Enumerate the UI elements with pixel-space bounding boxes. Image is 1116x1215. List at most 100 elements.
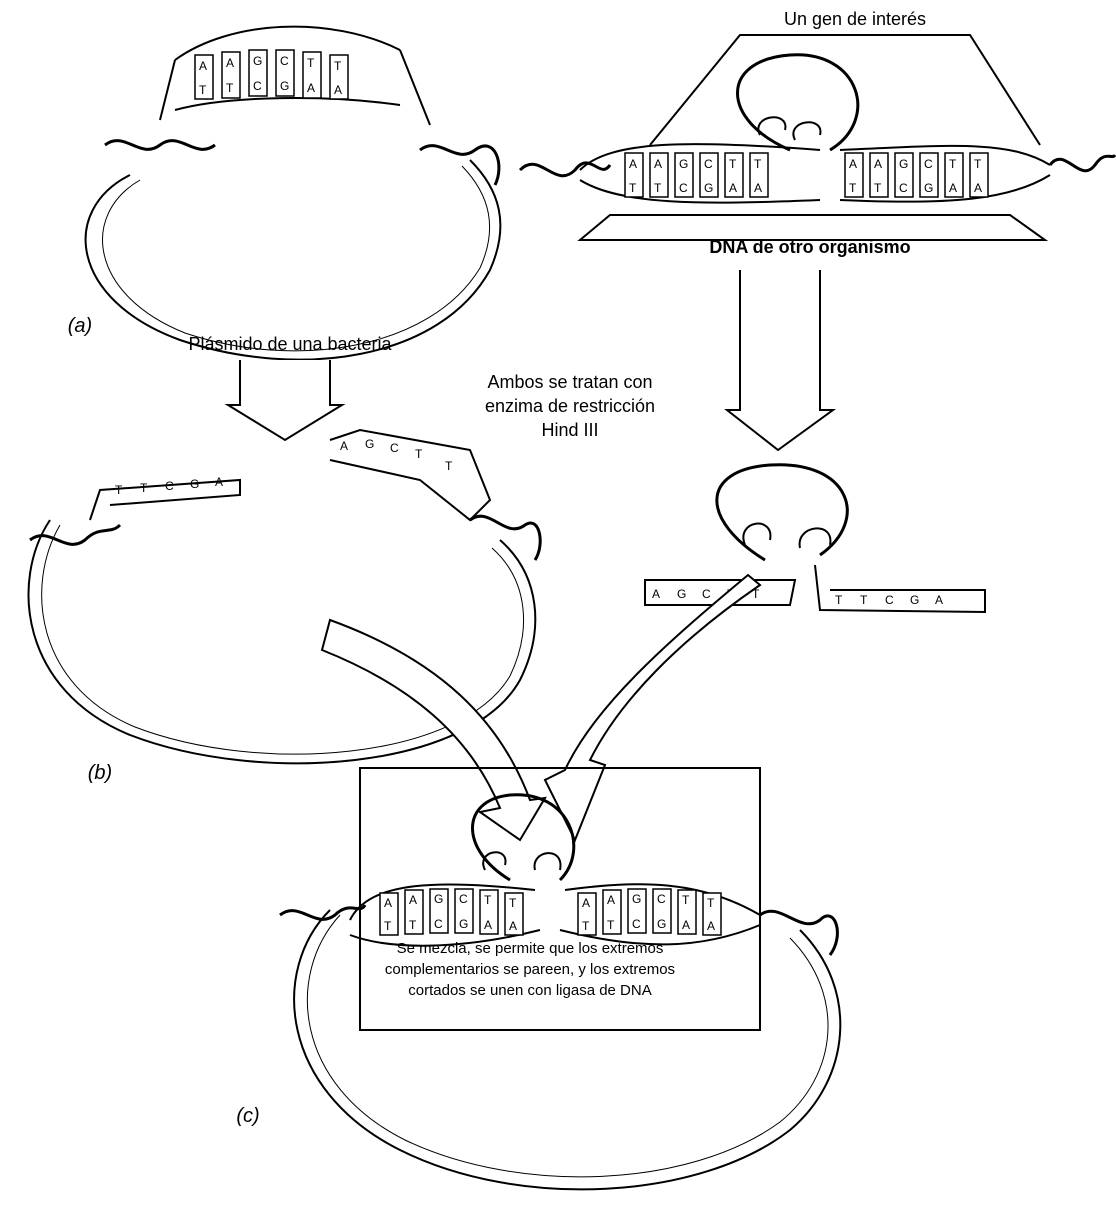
plasmid-base-bottom-3: C: [253, 79, 262, 93]
c-base-top-1: A: [384, 896, 392, 910]
sticky-right-base-2: G: [365, 437, 374, 451]
foreign-bases-right: A A G C T T T T C G A A: [844, 152, 989, 198]
plasmid-b-sticky-right: [329, 428, 492, 522]
ligation-box: [359, 767, 761, 1031]
plasmid-b: [27, 428, 542, 765]
base-bottom-r1: T: [849, 181, 857, 195]
base-bottom-r6: A: [974, 181, 982, 195]
plasmid-base-bottom-5: A: [307, 81, 315, 95]
plasmid-label: Plásmido de una bacteria: [188, 334, 392, 354]
base-top-5: T: [729, 157, 737, 171]
arrow-plasmid-down: [224, 360, 346, 442]
base-top-r5: T: [949, 157, 957, 171]
treatment-label: Ambos se tratan con enzima de restricció…: [484, 372, 656, 440]
plasmid-c-loop: [471, 793, 576, 882]
base-bottom-r4: G: [924, 181, 933, 195]
plasmid-a-bases: A A G C T T T T C G A A: [194, 49, 349, 100]
sticky-left-base-5: A: [215, 475, 223, 489]
plasmid-base-top-6: T: [334, 59, 342, 73]
foreign-helix-left: [518, 161, 612, 178]
plasmid-base-top-5: T: [307, 56, 315, 70]
plasmid-b-helix-left: [29, 523, 122, 546]
base-bottom-5: A: [729, 181, 737, 195]
sticky-right-base-3: C: [390, 441, 399, 455]
plasmid-base-bottom-2: T: [226, 81, 234, 95]
c-base-bottom-r6: A: [707, 919, 715, 933]
other-dna-label: DNA de otro organismo: [709, 237, 911, 257]
c-base-bottom-2: T: [409, 918, 417, 932]
plasmid-b-helix-right: [469, 514, 542, 561]
sticky-left-base-1: T: [115, 483, 123, 497]
frag-right-base-5: A: [935, 593, 943, 607]
plasmid-a-open-strand-top: [174, 25, 401, 61]
c-base-bottom-4: G: [459, 917, 468, 931]
plasmid-a-helix-left: [104, 139, 216, 151]
plasmid-b-sticky-left: [89, 478, 241, 521]
arrow-foreign-down: [724, 270, 837, 452]
frag-right-base-2: T: [860, 593, 868, 607]
plasmid-c-strand-left-bottom: [349, 929, 541, 947]
plasmid-c-strand-right-bottom: [559, 924, 761, 946]
base-bottom-r5: A: [949, 181, 957, 195]
frag-right-base-4: G: [910, 593, 919, 607]
c-base-top-4: C: [459, 892, 468, 906]
plasmid-base-bottom-4: G: [280, 79, 289, 93]
mixing-caption: Se mezcla, se permite que los extremos c…: [384, 940, 676, 999]
base-bottom-6: A: [754, 181, 762, 195]
base-bottom-3: C: [679, 181, 688, 195]
plasmid-base-top-2: A: [226, 56, 234, 70]
plasmid-c-ring: [293, 909, 842, 1191]
base-bottom-1: T: [629, 181, 637, 195]
sticky-left-base-4: G: [190, 477, 199, 491]
sticky-left-base-2: T: [140, 481, 148, 495]
plasmid-b-sticky-bases: T T C G A A G C T T: [115, 437, 453, 497]
c-base-bottom-r3: C: [632, 917, 641, 931]
frag-right-base-1: T: [835, 593, 843, 607]
base-top-r6: T: [974, 157, 982, 171]
c-base-bottom-1: T: [384, 919, 392, 933]
plasmid-base-top-1: A: [199, 59, 207, 73]
foreign-helix-right: [1048, 153, 1116, 173]
frag-right-base-3: C: [885, 593, 894, 607]
c-base-bottom-r4: G: [657, 917, 666, 931]
plasmid-a-ring-inner: [102, 165, 491, 352]
plasmid-c-helix-right: [759, 909, 839, 956]
plasmid-base-top-3: G: [253, 54, 262, 68]
base-bottom-r2: T: [874, 181, 882, 195]
c-base-bottom-r1: T: [582, 919, 590, 933]
panel-b-label: (b): [87, 762, 113, 784]
panel-c-label: (c): [236, 1105, 260, 1127]
c-base-top-r1: A: [582, 896, 590, 910]
base-top-2: A: [654, 157, 662, 171]
cut-fragment: [644, 463, 986, 614]
curved-arrow-left: [320, 618, 547, 842]
plasmid-a-open-strand-bottom: [174, 97, 401, 111]
base-top-1: A: [629, 157, 637, 171]
foreign-strand-right-top: [839, 144, 1051, 166]
frag-left-base-3: C: [702, 587, 711, 601]
c-base-top-r3: G: [632, 892, 641, 906]
c-base-top-r2: A: [607, 893, 615, 907]
gene-loop: [736, 53, 860, 152]
c-base-bottom-5: A: [484, 918, 492, 932]
c-base-top-3: G: [434, 892, 443, 906]
c-base-bottom-r5: A: [682, 918, 690, 932]
c-base-top-r6: T: [707, 896, 715, 910]
base-bottom-r3: C: [899, 181, 908, 195]
foreign-bases-left: A A G C T T T T C G A A: [624, 152, 769, 198]
plasmid-a-ring: [84, 159, 502, 361]
plasmid-a: [84, 25, 502, 361]
base-bottom-4: G: [704, 181, 713, 195]
frag-left-base-1: A: [652, 587, 660, 601]
sticky-right-base-4: T: [415, 447, 423, 461]
plasmid-c-strand-right-top: [564, 883, 761, 916]
c-base-bottom-6: A: [509, 919, 517, 933]
plasmid-base-bottom-1: T: [199, 83, 207, 97]
sticky-right-base-1: A: [340, 439, 348, 453]
c-base-top-6: T: [509, 896, 517, 910]
foreign-strand-left-top: [579, 143, 821, 171]
panel-a-label: (a): [67, 315, 93, 337]
foreign-strand-right-bottom: [839, 174, 1051, 203]
base-top-4: C: [704, 157, 713, 171]
base-top-r4: C: [924, 157, 933, 171]
